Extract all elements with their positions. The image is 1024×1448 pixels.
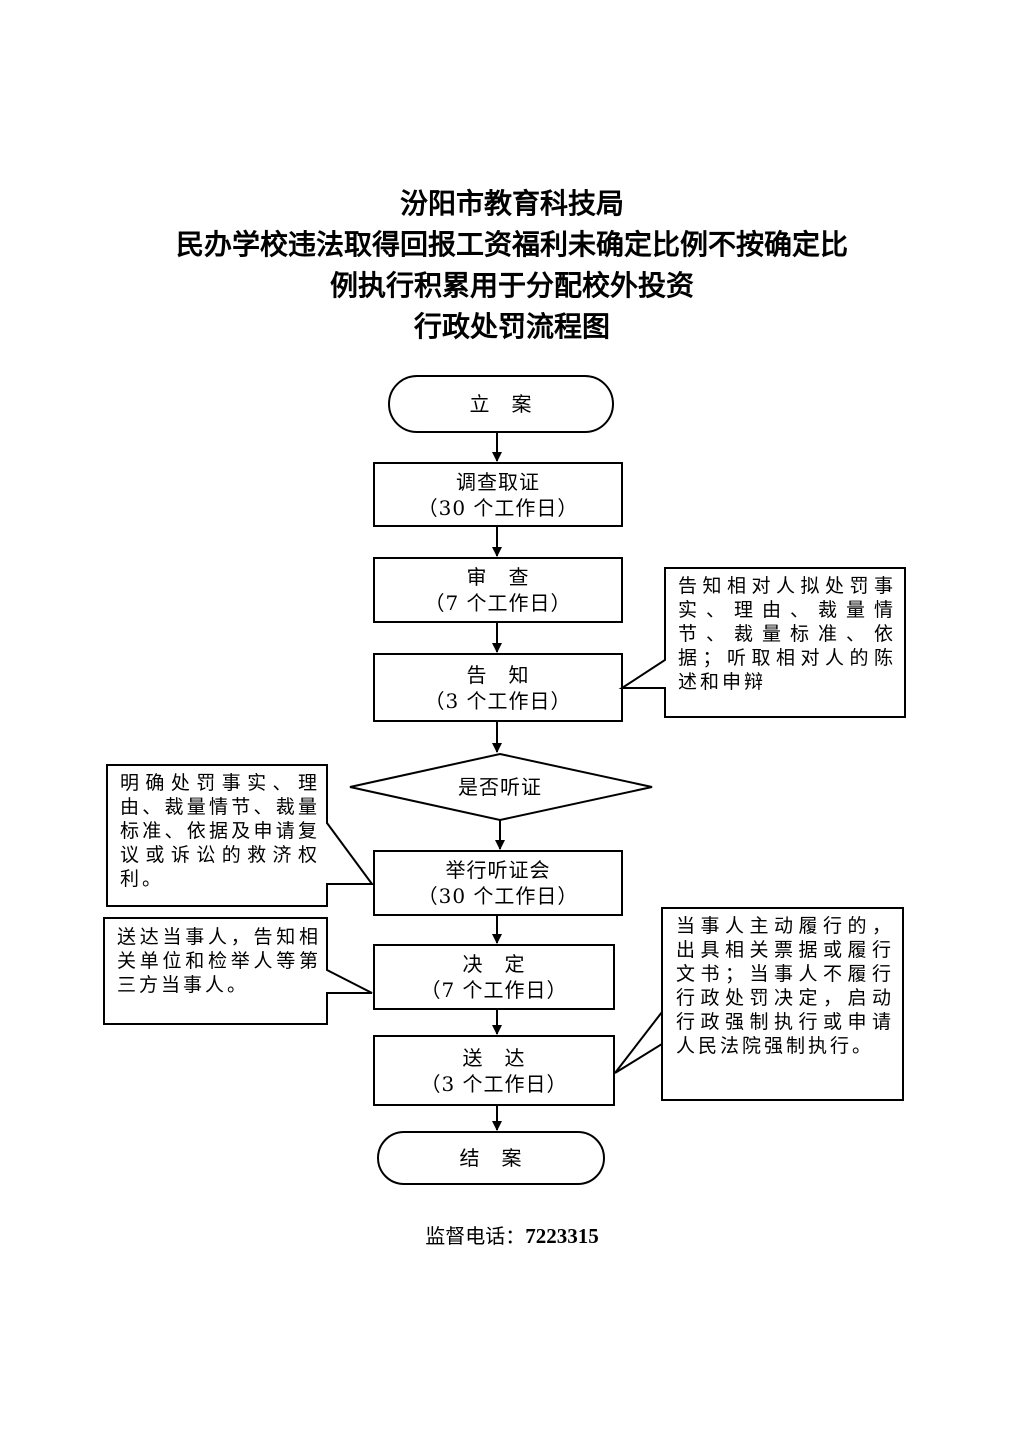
- review-duration: （7 个工作日）: [424, 591, 572, 615]
- decide-label: 决 定: [462, 952, 526, 976]
- notify-node: 告 知 （3 个工作日）: [374, 654, 622, 721]
- notify-callout-shape: [618, 567, 906, 718]
- hearing-label: 举行听证会: [445, 858, 551, 882]
- deliver-note-text: 当事人主动履行的，出具相关票据或履行文书；当事人不履行行政处罚决定，启动行政强制…: [676, 915, 894, 1057]
- deliver-duration: （3 个工作日）: [420, 1071, 568, 1096]
- end-node: 结 案: [378, 1132, 604, 1184]
- deliver-box-shape: [373, 1035, 615, 1106]
- hearing-decision-node: 是否听证: [400, 770, 600, 804]
- hearing-duration: （30 个工作日）: [417, 884, 579, 908]
- title-line-3: 例执行积累用于分配校外投资: [329, 269, 694, 302]
- notify-label: 告 知: [466, 662, 530, 687]
- page-title: 汾阳市教育科技局 民办学校违法取得回报工资福利未确定比例不按确定比 例执行积累用…: [0, 183, 1024, 347]
- deliver-callout-shape: [614, 907, 904, 1101]
- review-label: 审 查: [466, 565, 530, 589]
- decide-node: 决 定 （7 个工作日）: [374, 945, 614, 1009]
- hearing-box-shape: [373, 850, 623, 916]
- deliver-node: 送 达 （3 个工作日）: [374, 1036, 614, 1105]
- decide-note-text: 送达当事人，告知相关单位和检举人等第三方当事人。: [117, 926, 321, 996]
- hotline-label: 监督电话：: [425, 1224, 526, 1248]
- start-terminal-shape: [388, 375, 614, 433]
- hearing-decision-label: 是否听证: [458, 775, 542, 799]
- hearing-callout-shape: [106, 764, 374, 907]
- review-node: 审 查 （7 个工作日）: [374, 558, 622, 622]
- start-label: 立 案: [469, 392, 533, 416]
- decide-duration: （7 个工作日）: [420, 978, 568, 1002]
- notify-note-text: 告知相对人拟处罚事实、理由、裁量情节、裁量标准、依据；听取相对人的陈述和申辩: [678, 575, 896, 693]
- end-terminal-shape: [377, 1131, 605, 1185]
- decide-callout-shape: [103, 917, 373, 1025]
- investigate-label: 调查取证: [456, 469, 540, 494]
- start-node: 立 案: [389, 376, 613, 432]
- deliver-label: 送 达: [462, 1045, 526, 1070]
- notify-box-shape: [373, 653, 623, 722]
- supervision-hotline: 监督电话：7223315: [0, 1220, 1024, 1249]
- decide-box-shape: [373, 944, 615, 1010]
- title-line-1: 汾阳市教育科技局: [399, 187, 624, 220]
- notify-duration: （3 个工作日）: [424, 688, 572, 713]
- title-line-4: 行政处罚流程图: [413, 310, 610, 343]
- review-box-shape: [373, 557, 623, 623]
- end-label: 结 案: [459, 1146, 523, 1170]
- title-line-2: 民办学校违法取得回报工资福利未确定比例不按确定比: [175, 228, 848, 261]
- investigate-box-shape: [373, 462, 623, 527]
- hotline-number: 7223315: [525, 1224, 599, 1248]
- investigate-duration: （30 个工作日）: [417, 495, 579, 520]
- hearing-node: 举行听证会 （30 个工作日）: [374, 851, 622, 915]
- hearing-note-text: 明确处罚事实、理由、裁量情节、裁量标准、依据及申请复议或诉讼的救济权利。: [120, 772, 320, 890]
- investigate-node: 调查取证 （30 个工作日）: [374, 463, 622, 526]
